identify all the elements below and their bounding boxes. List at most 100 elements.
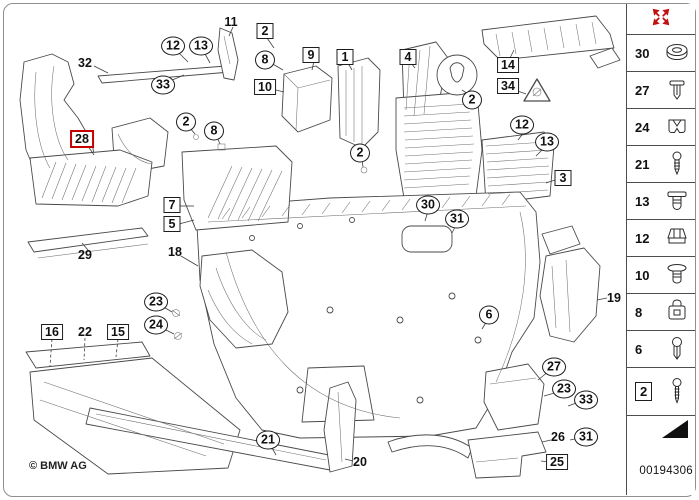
clip-nut-icon [664,298,690,326]
expand-button[interactable] [627,4,695,35]
callout-2[interactable]: 2 [256,23,274,39]
callout-2[interactable]: 2 [462,90,482,110]
fastener-item-12[interactable]: 12 [627,220,695,257]
warning-triangle-icon [523,78,551,102]
screw-icon [664,377,690,407]
part-bracket-27 [483,363,545,431]
page-corner-icon [660,418,690,445]
callout-15[interactable]: 15 [107,324,129,340]
part-panel-1 [337,57,381,149]
fastener-item-2[interactable]: 2 [627,368,695,416]
fastener-item-27[interactable]: 27 [627,72,695,109]
callout-29[interactable]: 29 [78,247,92,262]
callout-20[interactable]: 20 [353,454,367,469]
copyright: © BMW AG [29,460,87,472]
callout-4[interactable]: 4 [399,49,417,65]
part-floor-panel [181,145,293,231]
plug-icon [664,261,690,289]
callout-32[interactable]: 32 [78,55,92,70]
callout-18[interactable]: 18 [168,244,182,259]
screw-small-icon [664,150,690,178]
grommet-icon [664,39,690,67]
callout-24[interactable]: 24 [144,315,168,335]
fastener-item-6[interactable]: 6 [627,331,695,368]
callout-21[interactable]: 21 [256,430,280,450]
callout-25[interactable]: 25 [546,454,568,470]
expand-icon [649,6,673,33]
bolt-hole [396,316,404,324]
callout-2[interactable]: 2 [176,112,196,132]
callout-33[interactable]: 33 [151,75,175,95]
fastener-sidebar: 30 27 24 21 13 12 10 8 6 2 00194306 [626,4,695,495]
detail-clip [449,62,465,83]
bolt-hole [249,235,255,241]
part-small-19b [541,225,581,255]
callout-16[interactable]: 16 [41,324,63,340]
corner-button[interactable] [627,416,695,446]
clamp-icon [664,113,690,141]
bolt-hole [474,336,482,344]
fastener-label[interactable]: 2 [635,382,653,401]
clip-icon [664,224,690,252]
callout-14[interactable]: 14 [497,57,519,73]
expansion-rivet-icon [664,335,690,363]
bolt-hole [349,217,355,223]
callout-9[interactable]: 9 [302,47,320,63]
fastener-item-8[interactable]: 8 [627,294,695,331]
callout-23[interactable]: 23 [144,292,168,312]
callout-1[interactable]: 1 [336,49,354,65]
callout-13[interactable]: 13 [535,132,559,152]
part-bracket-9 [281,65,333,133]
bolt-hole [448,292,456,300]
callout-22[interactable]: 22 [78,324,92,339]
fastener-label[interactable]: 8 [635,304,643,320]
callout-19[interactable]: 19 [607,290,621,305]
callout-27[interactable]: 27 [542,357,566,377]
callout-31[interactable]: 31 [445,209,469,229]
fastener-label[interactable]: 27 [635,82,650,98]
callout-26[interactable]: 26 [551,429,565,444]
fastener-item-13[interactable]: 13 [627,183,695,220]
callout-11[interactable]: 11 [224,14,238,29]
callout-6[interactable]: 6 [479,305,499,325]
callout-31[interactable]: 31 [574,427,598,447]
callout-5[interactable]: 5 [163,216,181,232]
fastener-label[interactable]: 6 [635,341,643,357]
callout-33[interactable]: 33 [574,390,598,410]
callout-12[interactable]: 12 [161,36,185,56]
callout-10[interactable]: 10 [254,79,276,95]
fastener-label[interactable]: 21 [635,156,650,172]
callout-12[interactable]: 12 [510,115,534,135]
callout-34[interactable]: 34 [497,78,519,94]
fastener-item-30[interactable]: 30 [627,35,695,72]
fastener-label[interactable]: 24 [635,119,650,135]
fastener-label[interactable]: 12 [635,230,650,246]
callout-28[interactable]: 28 [70,130,94,148]
callout-7[interactable]: 7 [163,197,181,213]
bolt-hole [296,386,304,394]
fastener-item-21[interactable]: 21 [627,146,695,183]
diagram-number: 00194306 [639,465,693,477]
part-front-arch [199,249,289,349]
torx-screw-icon [664,187,690,215]
fastener-item-10[interactable]: 10 [627,257,695,294]
callout-8[interactable]: 8 [204,121,224,141]
callout-23[interactable]: 23 [552,379,576,399]
callout-2[interactable]: 2 [350,143,370,163]
fastener-item-24[interactable]: 24 [627,109,695,146]
part-top-end [589,47,621,69]
callout-3[interactable]: 3 [554,170,572,186]
fastener-label[interactable]: 10 [635,267,650,283]
callout-8[interactable]: 8 [255,50,275,70]
callout-30[interactable]: 30 [416,195,440,215]
fastener-label[interactable]: 13 [635,193,650,209]
callout-13[interactable]: 13 [189,36,213,56]
part-splitter [29,357,241,475]
fastener-label[interactable]: 30 [635,45,650,61]
fastener-list: 30 27 24 21 13 12 10 8 6 2 [627,35,695,416]
bolt-hole [297,223,303,229]
part-strip-29 [27,227,149,253]
part-underbody-shield [195,191,541,439]
